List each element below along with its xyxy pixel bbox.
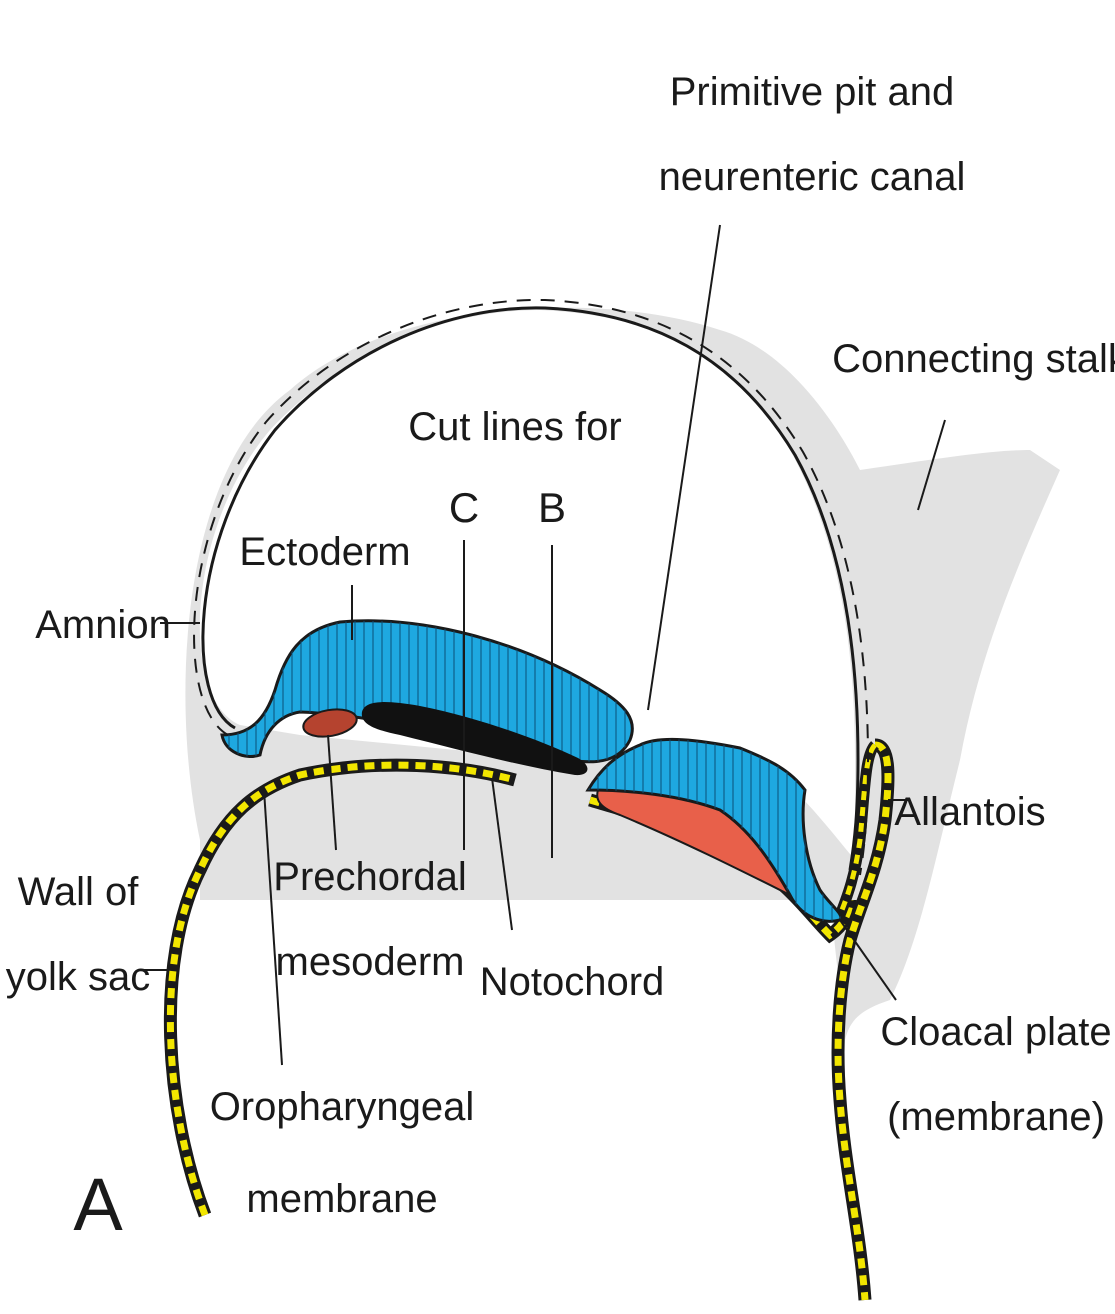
label-notochord: Notochord [480, 960, 665, 1004]
label-oropharyngeal-line1: Oropharyngeal [210, 1085, 475, 1129]
label-prechordal-line2: mesoderm [276, 940, 465, 984]
panel-letter: A [73, 1163, 123, 1246]
label-prechordal-line1: Prechordal [273, 855, 466, 899]
label-allantois: Allantois [894, 790, 1045, 834]
label-primitive-pit-line1: Primitive pit and [670, 70, 955, 114]
label-cut-lines-for: Cut lines for [408, 405, 621, 449]
label-cut-b: B [538, 484, 566, 531]
label-amnion: Amnion [35, 603, 171, 647]
label-primitive-pit-line2: neurenteric canal [659, 155, 966, 199]
label-oropharyngeal-line2: membrane [246, 1177, 437, 1221]
label-ectoderm: Ectoderm [239, 530, 410, 574]
label-cloacal-plate-line2: (membrane) [887, 1095, 1105, 1139]
label-wall-of-yolk-sac-line1: Wall of [18, 870, 140, 914]
label-cloacal-plate-line1: Cloacal plate [880, 1010, 1111, 1054]
label-connecting-stalk: Connecting stalk [832, 337, 1115, 381]
label-wall-of-yolk-sac-line2: yolk sac [6, 955, 151, 999]
label-cut-c: C [449, 484, 479, 531]
